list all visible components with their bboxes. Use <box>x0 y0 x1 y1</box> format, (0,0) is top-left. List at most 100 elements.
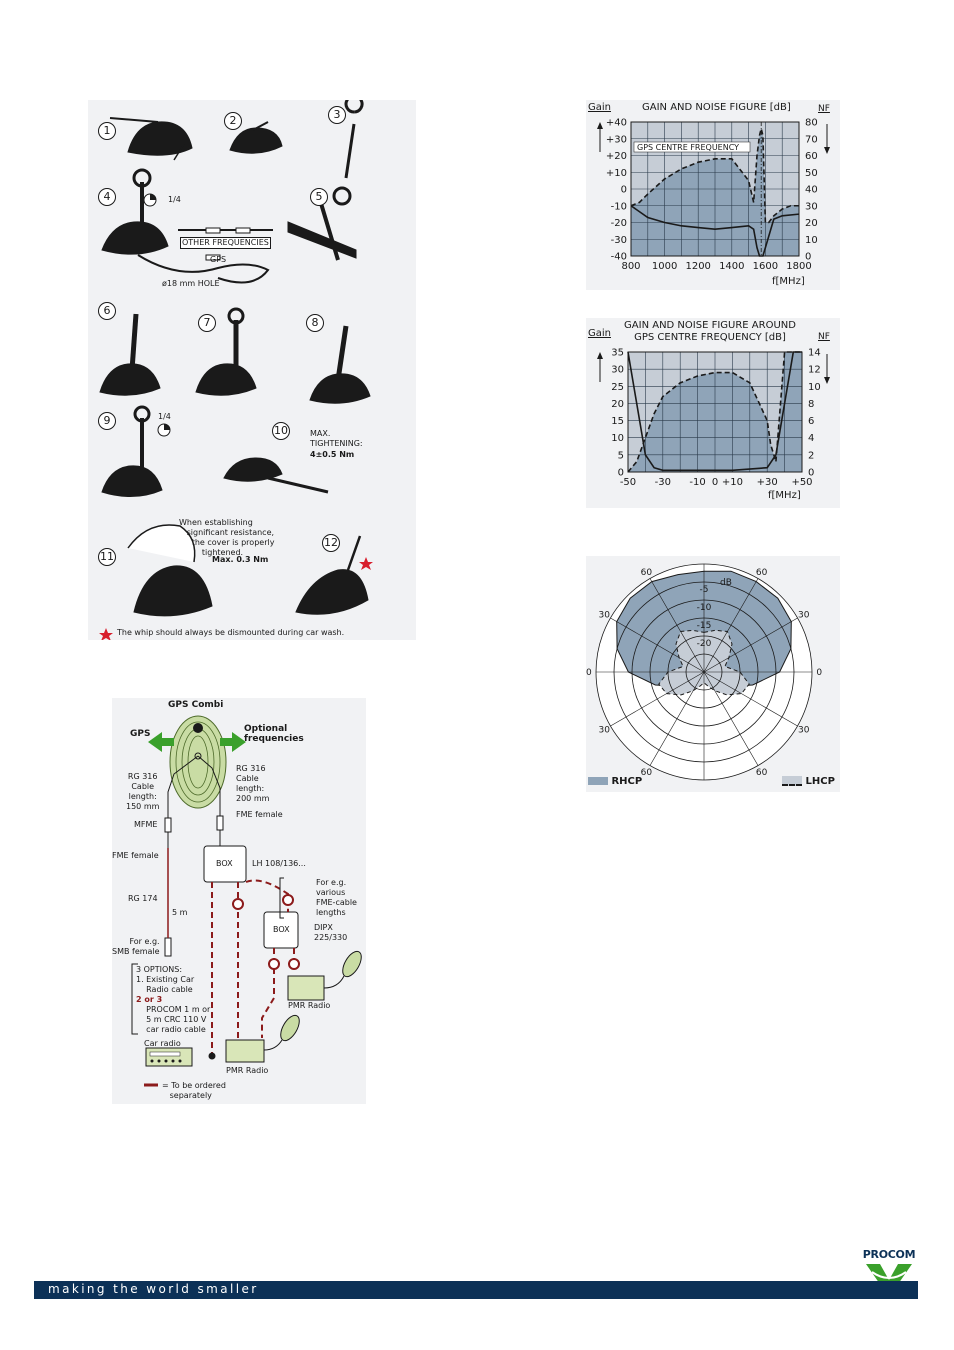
rhcp-legend: RHCP <box>588 776 642 787</box>
polar-spoke <box>610 671 705 727</box>
ring-label: -15 <box>697 621 712 631</box>
x-tick-label: +50 <box>791 477 812 488</box>
pmr-radio-label: PMR Radio <box>226 1066 269 1075</box>
y-tick-label: +10 <box>606 168 627 179</box>
down-arrow-icon <box>824 377 830 384</box>
antenna-base-drawing <box>133 565 213 617</box>
x-tick-label: 1200 <box>685 261 710 272</box>
quarter-turn-label: 1/4 <box>168 195 181 204</box>
y-tick-label: 20 <box>611 399 624 410</box>
smb-label: For e.g. SMB female <box>112 937 160 956</box>
gain-line <box>630 128 799 224</box>
x-tick-label: 1800 <box>786 261 811 272</box>
y2-tick-label: 14 <box>808 348 821 359</box>
angle-label: 60 <box>756 568 768 578</box>
angle-label: 0 <box>586 668 592 678</box>
gain-axis-name: Gain <box>588 328 611 339</box>
polar-spoke <box>649 578 705 673</box>
down-arrow-icon <box>824 147 830 154</box>
optional-frequencies-label: Optional frequencies <box>244 724 304 744</box>
gain-noise-chart-panel: Gain NF GAIN AND NOISE FIGURE [dB] +40+3… <box>586 100 840 290</box>
car-wash-note: The whip should always be dismounted dur… <box>117 628 345 637</box>
x-tick-label: -10 <box>689 477 705 488</box>
y2-tick-label: 10 <box>805 235 818 246</box>
y2-tick-label: 2 <box>808 450 814 461</box>
y-tick-label: -30 <box>611 235 627 246</box>
mount-drawing <box>287 221 357 259</box>
polar-spoke <box>703 671 759 766</box>
lhcp-label: LHCP <box>805 776 835 787</box>
cable-left-label: RG 316 Cable length: 150 mm <box>126 772 160 811</box>
step-number: 12 <box>322 534 340 552</box>
box-label: BOX <box>273 925 290 934</box>
microphone-icon <box>280 1014 300 1042</box>
y-tick-label: 25 <box>611 382 624 393</box>
wiring-title: GPS Combi <box>168 700 224 710</box>
y-tick-label: -20 <box>611 218 627 229</box>
y-tick-label: 0 <box>618 468 624 479</box>
chart-title: GAIN AND NOISE FIGURE AROUND GPS CENTRE … <box>624 320 796 343</box>
gain-noise-chart: +40+30+20+100-10-20-30-40807060504030201… <box>597 118 830 272</box>
step-number: 3 <box>328 106 346 124</box>
ring-label: -20 <box>697 639 712 649</box>
box-lh <box>203 845 247 883</box>
up-arrow-icon <box>597 122 603 129</box>
unit-label: dB <box>720 578 732 588</box>
x-unit: f[MHz] <box>768 490 801 501</box>
y2-tick-label: 20 <box>805 218 818 229</box>
angle-label: 30 <box>599 726 611 736</box>
angle-label: 60 <box>756 768 768 778</box>
fme-female-right-label: FME female <box>236 810 283 819</box>
step-number: 2 <box>224 112 242 130</box>
options-rest: PROCOM 1 m or 5 m CRC 110 V car radio ca… <box>146 1005 211 1034</box>
step-number: 6 <box>98 302 116 320</box>
y2-tick-label: 40 <box>805 185 818 196</box>
y2-tick-label: 80 <box>805 118 818 129</box>
y2-tick-label: 30 <box>805 201 818 212</box>
various-label: For e.g. various FME-cable lengths <box>316 878 357 917</box>
step-number: 5 <box>310 188 328 206</box>
arrow-left-icon <box>148 732 174 752</box>
max-torque-label: Max. 0.3 Nm <box>212 555 269 564</box>
y-tick-label: 35 <box>611 348 624 359</box>
tagline: making the world smaller <box>48 1282 259 1296</box>
mfme-label: MFME <box>134 820 158 829</box>
step-number: 7 <box>198 314 216 332</box>
x-tick-label: 0 <box>712 477 718 488</box>
step-number: 4 <box>98 188 116 206</box>
gps-label: GPS <box>210 255 227 264</box>
step-number: 10 <box>272 422 290 440</box>
polar-spoke <box>610 617 705 673</box>
step-number: 8 <box>306 314 324 332</box>
pmr-radio-device <box>225 1039 265 1063</box>
wiring-panel: GPS Combi GPS Optional frequencies RG 31… <box>112 698 366 1104</box>
rhcp-swatch <box>588 777 608 785</box>
y2-tick-label: 60 <box>805 151 818 162</box>
gain-line <box>627 351 802 473</box>
antenna-base-drawing <box>223 457 283 482</box>
step-number: 1 <box>98 122 116 140</box>
antenna-base-drawing <box>101 465 163 497</box>
resistance-note: When establishing significant resistance… <box>179 518 275 557</box>
star-icon <box>99 628 113 640</box>
pmr-radio-label: PMR Radio <box>288 1001 331 1010</box>
y-tick-label: 0 <box>621 185 627 196</box>
max-tightening-label: MAX. TIGHTENING: <box>310 429 363 448</box>
lhcp-legend: LHCP <box>782 776 835 787</box>
y-tick-label: -40 <box>611 252 627 263</box>
lhcp-swatch <box>782 776 802 786</box>
car-radio-label: Car radio <box>144 1039 181 1048</box>
options-1: 1. Existing Car Radio cable <box>136 975 195 994</box>
star-icon <box>359 557 373 570</box>
gps-centre-chart-panel: Gain NF GAIN AND NOISE FIGURE AROUND GPS… <box>586 318 840 508</box>
x-tick-label: +10 <box>722 477 743 488</box>
nf-axis-name: NF <box>818 104 830 114</box>
y2-tick-label: 8 <box>808 399 814 410</box>
dipx-label: DIPX 225/330 <box>314 923 348 942</box>
antenna-base-drawing <box>195 363 257 396</box>
chart-title: GAIN AND NOISE FIGURE [dB] <box>642 102 791 113</box>
y-tick-label: +30 <box>606 134 627 145</box>
polar-spoke <box>649 671 705 766</box>
